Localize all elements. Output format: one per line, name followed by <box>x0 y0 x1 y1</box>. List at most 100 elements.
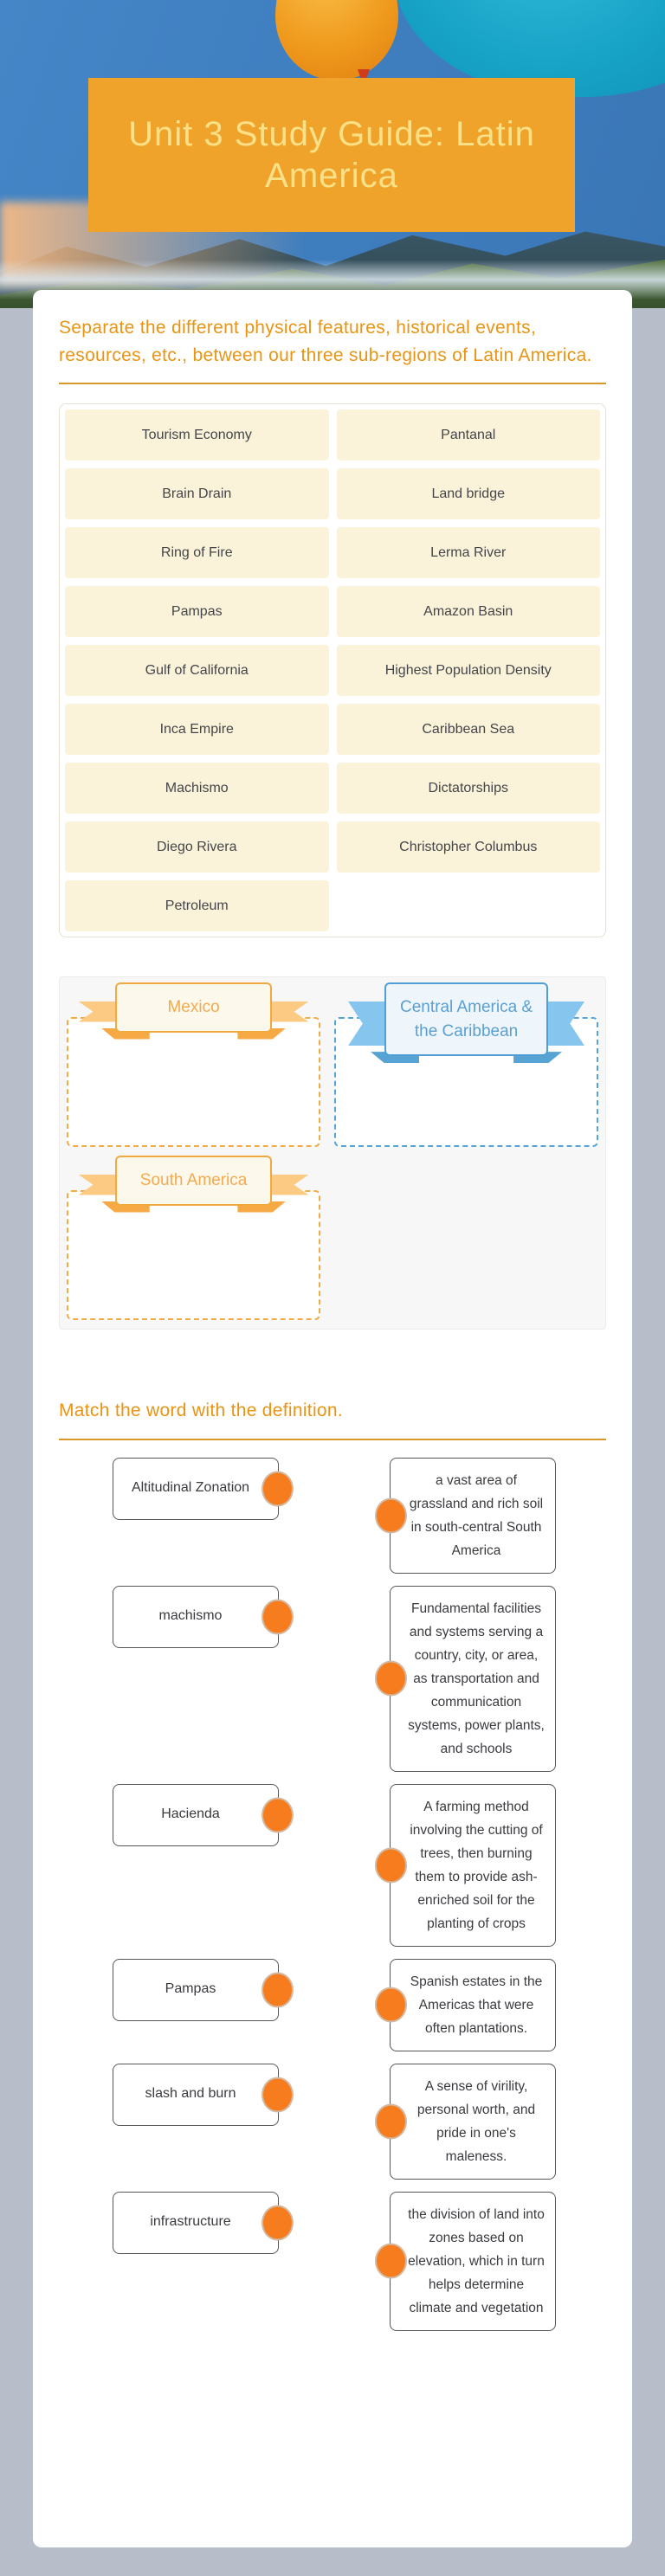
match-row: Pampas Spanish estates in the Americas t… <box>59 1958 606 2051</box>
match-word-label: Hacienda <box>161 1806 220 1822</box>
worksheet-title: Unit 3 Study Guide: Latin America <box>128 115 535 195</box>
match-row: infrastructure the division of land into… <box>59 2191 606 2331</box>
connector-dot[interactable] <box>261 1471 294 1506</box>
category-ribbon: Mexico <box>78 982 309 1040</box>
category-zone: Central America & the Caribbean <box>334 982 598 1147</box>
word-bank-item[interactable]: Gulf of California <box>65 645 329 696</box>
match-word-label: Pampas <box>165 1981 216 1997</box>
sort-panel: Mexico Central America & the Caribbean S… <box>59 976 606 1330</box>
match-definition-card[interactable]: A sense of virility, personal worth, and… <box>375 2063 556 2180</box>
ribbon-wing-right-icon <box>260 1175 309 1195</box>
match-definition-text: A farming method involving the cutting o… <box>410 1799 543 1931</box>
match-definition-text: Spanish estates in the Americas that wer… <box>410 1974 543 2036</box>
word-bank-item-label: Brain Drain <box>162 486 232 501</box>
word-bank-item[interactable]: Ring of Fire <box>65 527 329 578</box>
dropzone-mexico[interactable] <box>67 1017 321 1147</box>
word-bank-item-label: Amazon Basin <box>423 603 513 619</box>
worksheet-title-banner: Unit 3 Study Guide: Latin America <box>88 78 575 232</box>
word-bank-item[interactable]: Inca Empire <box>65 704 329 755</box>
section-divider <box>59 1438 606 1440</box>
match-definition-text: a vast area of grassland and rich soil i… <box>409 1472 544 1558</box>
match-definition-card[interactable]: Spanish estates in the Americas that wer… <box>375 1958 556 2051</box>
connector-dot[interactable] <box>375 2103 407 2139</box>
word-bank-item-label: Christopher Columbus <box>399 839 538 854</box>
word-bank-item[interactable]: Pantanal <box>336 409 600 460</box>
word-bank-item[interactable]: Pampas <box>65 586 329 637</box>
word-bank-item[interactable]: Machismo <box>65 763 329 814</box>
connector-dot[interactable] <box>261 1797 294 1832</box>
word-bank-item[interactable]: Brain Drain <box>65 468 329 519</box>
word-bank-item[interactable]: Land bridge <box>336 468 600 519</box>
word-bank-item-label: Lerma River <box>430 544 507 560</box>
hot-air-balloon-orange-icon <box>275 0 398 80</box>
connector-dot[interactable] <box>375 1847 407 1883</box>
match-definition-card[interactable]: A farming method involving the cutting o… <box>375 1783 556 1947</box>
word-bank-item[interactable]: Dictatorships <box>336 763 600 814</box>
connector-dot[interactable] <box>261 1599 294 1634</box>
match-word-label: Altitudinal Zonation <box>131 1480 250 1496</box>
match-definition-text: the division of land into zones based on… <box>408 2206 545 2315</box>
word-bank-item-label: Inca Empire <box>159 721 234 737</box>
match-row: Hacienda A farming method involving the … <box>59 1783 606 1947</box>
header-photo: Unit 3 Study Guide: Latin America <box>0 0 665 308</box>
word-bank-item-label: Dictatorships <box>428 780 508 795</box>
sort-instructions: Separate the different physical features… <box>59 318 592 365</box>
category-zone: South America <box>67 1156 321 1320</box>
connector-dot[interactable] <box>375 2243 407 2279</box>
connector-dot[interactable] <box>375 1987 407 2023</box>
word-bank-item-label: Diego Rivera <box>157 839 237 854</box>
match-definition-card[interactable]: Fundamental facilities and systems servi… <box>375 1585 556 1772</box>
word-bank-item[interactable]: Christopher Columbus <box>336 821 600 873</box>
match-word-card[interactable]: Altitudinal Zonation <box>113 1457 294 1520</box>
word-bank-item[interactable]: Petroleum <box>65 880 329 931</box>
match-row: slash and burn A sense of virility, pers… <box>59 2063 606 2180</box>
connector-dot[interactable] <box>375 1497 407 1533</box>
word-bank-item[interactable]: Diego Rivera <box>65 821 329 873</box>
match-word-card[interactable]: machismo <box>113 1585 294 1648</box>
match-definition-text: A sense of virility, personal worth, and… <box>416 2078 536 2164</box>
match-word-label: machismo <box>158 1608 223 1624</box>
word-bank-item[interactable]: Caribbean Sea <box>336 704 600 755</box>
match-rows: Altitudinal Zonation a vast area of gras… <box>59 1457 606 2331</box>
match-row: Altitudinal Zonation a vast area of gras… <box>59 1457 606 1574</box>
sort-section: Separate the different physical features… <box>59 314 606 1330</box>
word-bank-item[interactable]: Highest Population Density <box>336 645 600 696</box>
connector-dot[interactable] <box>261 2077 294 2112</box>
word-bank-item-label: Ring of Fire <box>160 544 233 560</box>
category-zones: Mexico Central America & the Caribbean S… <box>67 982 598 1320</box>
word-bank-item-label: Petroleum <box>165 898 229 913</box>
category-label: Mexico <box>114 982 273 1033</box>
connector-dot[interactable] <box>261 1972 294 2007</box>
word-bank-item-label: Pantanal <box>441 427 496 442</box>
match-word-card[interactable]: infrastructure <box>113 2191 294 2254</box>
word-bank-item-label: Pampas <box>171 603 223 619</box>
match-definition-card[interactable]: the division of land into zones based on… <box>375 2191 556 2331</box>
word-bank: Tourism Economy Pantanal Brain Drain Lan… <box>59 403 606 937</box>
word-bank-item-label: Highest Population Density <box>384 662 552 678</box>
word-bank-item[interactable]: Lerma River <box>336 527 600 578</box>
section-divider <box>59 383 606 384</box>
word-bank-item[interactable]: Amazon Basin <box>336 586 600 637</box>
category-ribbon: South America <box>78 1156 309 1213</box>
word-bank-item-label: Gulf of California <box>145 662 249 678</box>
match-section: Match the word with the definition. Alti… <box>59 1397 606 2331</box>
match-word-label: slash and burn <box>145 2086 236 2102</box>
match-word-card[interactable]: Pampas <box>113 1958 294 2021</box>
match-word-card[interactable]: slash and burn <box>113 2063 294 2126</box>
match-definition-text: Fundamental facilities and systems servi… <box>408 1600 545 1756</box>
word-bank-item-label: Land bridge <box>431 486 505 501</box>
match-word-label: infrastructure <box>150 2214 231 2230</box>
word-bank-item-label: Caribbean Sea <box>422 721 515 737</box>
word-bank-item-label: Machismo <box>165 780 229 795</box>
category-ribbon: Central America & the Caribbean <box>348 982 585 1064</box>
dropzone-south-america[interactable] <box>67 1190 321 1320</box>
word-bank-item[interactable]: Tourism Economy <box>65 409 329 460</box>
category-label: South America <box>114 1156 273 1206</box>
connector-dot[interactable] <box>375 1660 407 1697</box>
match-word-card[interactable]: Hacienda <box>113 1783 294 1846</box>
word-bank-item-label: Tourism Economy <box>141 427 252 442</box>
match-instructions: Match the word with the definition. <box>59 1401 344 1420</box>
connector-dot[interactable] <box>261 2205 294 2240</box>
ribbon-wing-right-icon <box>260 1001 309 1022</box>
match-definition-card[interactable]: a vast area of grassland and rich soil i… <box>375 1457 556 1574</box>
